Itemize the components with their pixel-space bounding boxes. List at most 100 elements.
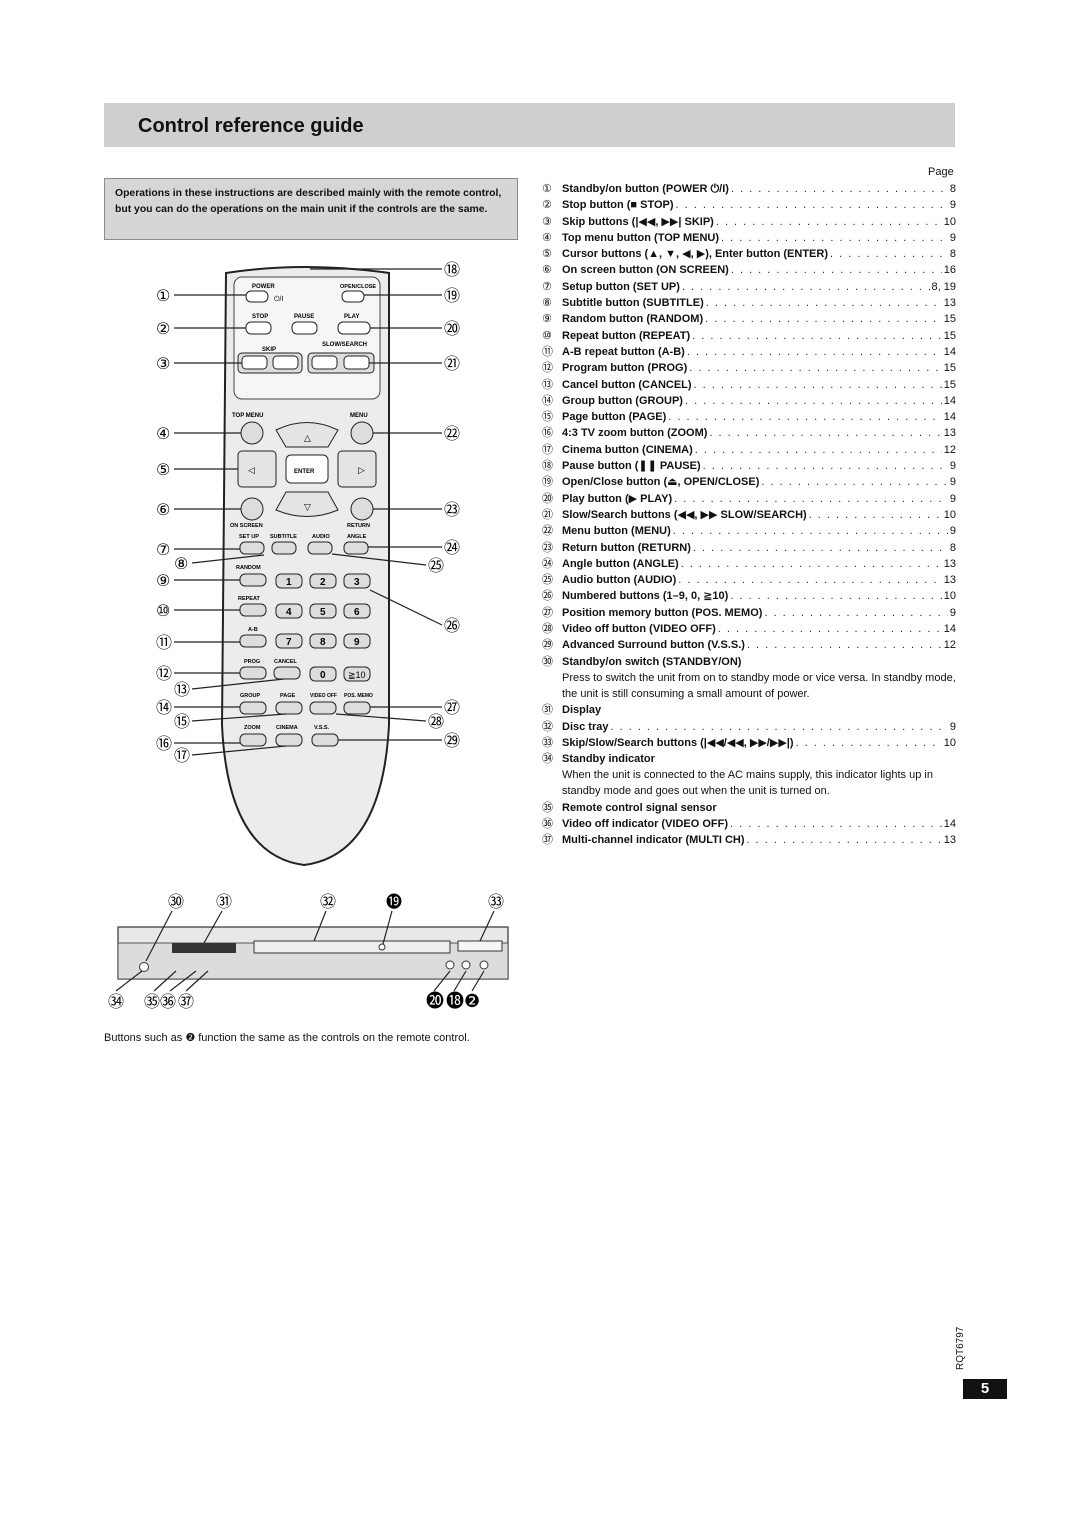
skip-back-button [241,355,268,370]
reference-label: Return button (RETURN) [562,541,691,554]
remote-label-menu: MENU [350,413,368,419]
leader-dots [728,816,942,832]
unit-stop-button [479,960,489,970]
callout-number: ⑮ [174,713,190,731]
callout-number: ㉖ [444,617,460,635]
leader-line [191,713,287,722]
digit-label: 8 [320,637,326,648]
group-button [239,701,267,715]
reference-page: 14 [943,817,956,830]
reference-label: Top menu button (TOP MENU) [562,231,720,244]
cancel-button [273,666,301,680]
digit-label: 2 [320,577,326,588]
digit-button[interactable] [309,633,337,649]
cursor-right-button [337,450,377,488]
reference-page: 15 [943,313,956,326]
reference-label: Cinema button (CINEMA) [562,443,693,456]
digit-label: 1 [286,577,292,588]
leader-dots [728,588,941,604]
note-box: Operations in these instructions are des… [104,178,518,240]
leader-dots [719,230,948,246]
angle-button [343,541,369,555]
reference-number: ⑮ [542,411,553,424]
leader-dots [666,409,941,425]
reference-number: ⑨ [542,313,552,326]
unit-callout-number: ㉛ [216,893,232,911]
ab-button [239,634,267,648]
digit-button[interactable] [275,603,303,619]
remote-label-play: PLAY [344,314,359,320]
unit-callout-number: ㉚ [168,893,184,911]
leader-dots [676,572,942,588]
unit-display [172,943,236,953]
reference-page: 9 [949,460,956,473]
reference-page: 9 [949,525,956,538]
digit-button[interactable] [275,573,303,589]
document-code: RQT6797 [955,1326,966,1370]
callout-number: ㉗ [444,699,460,717]
unit-disc-tray [253,940,451,954]
remote-label-audio: AUDIO [312,534,330,540]
page-number: 5 [963,1379,1007,1399]
remote-label-zoom: ZOOM [244,725,261,731]
digit-button[interactable] [309,603,337,619]
reference-label: Open/Close button (⏏, OPEN/CLOSE) [562,476,760,489]
reference-label: Video off button (VIDEO OFF) [562,623,716,636]
remote-label-on-screen: ON SCREEN [230,523,263,529]
digit-button[interactable] [275,633,303,649]
leader-dots [692,377,942,393]
digit-button[interactable] [343,573,371,589]
digit-button[interactable] [309,573,337,589]
reference-item: ⑥On screen button (ON SCREEN)16 [542,262,956,278]
reference-number: ㉚ [542,655,553,668]
down-arrow-icon: ▽ [304,502,311,512]
leader-dots [759,474,947,490]
callout-number: ⑯ [156,735,172,753]
unit-callout-number: ⓳ [386,893,402,911]
reference-label: Standby/on button (POWER ⏻/I) [562,183,729,195]
leader-dots [671,523,948,539]
reference-label: Advanced Surround button (V.S.S.) [562,639,745,652]
digit-button[interactable] [343,603,371,619]
leader-dots [691,540,948,556]
reference-number: ② [542,199,552,212]
callout-number: ① [156,288,170,305]
random-button [239,573,267,587]
callout-number: ④ [156,426,170,443]
return-button [350,497,374,521]
reference-label: Cursor buttons (▲, ▼, ◀, ▶), Enter butto… [562,248,829,261]
reference-description: Press to switch the unit from on to stan… [562,671,956,700]
unit-pause-button [461,960,471,970]
reference-number: ㉛ [542,704,553,717]
open-close-button [341,290,365,303]
reference-label: Subtitle button (SUBTITLE) [562,297,704,310]
unit-open-close-button [378,943,386,951]
digit-button[interactable] [343,633,371,649]
reference-page: 15 [943,362,956,375]
callout-number: ⑦ [156,542,170,559]
reference-page: 8, 19 [931,280,956,293]
unit-callout-number: ㉝ [488,893,504,911]
reference-number: ⑪ [542,345,553,358]
video-off-button [309,701,337,715]
left-arrow-icon: ◁ [248,465,255,475]
unit-callout-number: ㉜ [320,893,336,911]
reference-page: 10 [943,590,956,603]
reference-label: Remote control signal sensor [562,801,717,814]
remote-label-vss: V.S.S. [314,725,330,731]
digit-label: 3 [354,577,360,588]
reference-number: ㉗ [542,606,553,619]
remote-label-stop: STOP [252,314,268,320]
reference-number: ㉞ [542,753,553,766]
